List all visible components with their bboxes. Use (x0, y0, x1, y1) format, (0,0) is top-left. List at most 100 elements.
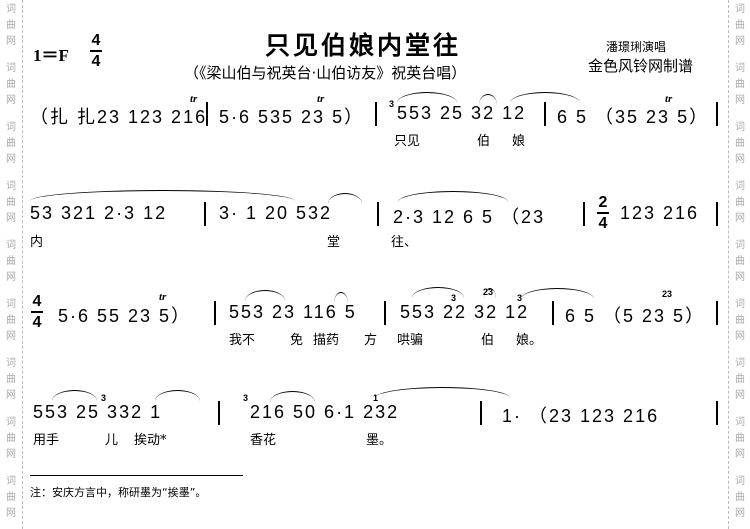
grace-note: 3 (517, 293, 523, 303)
measure: 3· 1 20 532 (219, 203, 333, 223)
barline (218, 401, 220, 425)
lyric: 往、 (391, 235, 418, 250)
watermark-text: 词曲网 (735, 358, 745, 401)
barline (583, 202, 585, 226)
time-sig-top: 4 (91, 32, 101, 49)
time-signature: 4 4 (90, 32, 102, 70)
slur (412, 287, 464, 298)
watermark-text: 词曲网 (6, 299, 16, 342)
grace-note: 1 (373, 393, 379, 403)
measure: （扎 扎23 123 216 (30, 107, 208, 127)
watermark-text: 词曲网 (735, 240, 745, 283)
trill-mark: tr (190, 93, 198, 105)
watermark-text: 词曲网 (6, 417, 16, 460)
time-sig-bar (31, 311, 43, 313)
lyric: 香花 (250, 433, 277, 448)
watermark-column-left: 词曲网词曲网词曲网词曲网词曲网词曲网词曲网词曲网词曲网 (0, 0, 23, 529)
lyric: 墨。 (366, 433, 393, 448)
producer-credit: 金色风铃网制谱 (588, 57, 694, 75)
lyric: 只见 (394, 134, 421, 149)
slur (397, 92, 457, 103)
lyric: 挨动* (134, 433, 167, 448)
lyric: 儿 (105, 433, 119, 448)
watermark-column-right: 词曲网词曲网词曲网词曲网词曲网词曲网词曲网词曲网词曲网 (728, 0, 750, 529)
slur (521, 288, 594, 299)
watermark-text: 词曲网 (735, 417, 745, 460)
slur (334, 292, 348, 303)
time-sig-bottom: 4 (32, 313, 42, 331)
time-signature-change: 4 4 (31, 293, 43, 331)
lyric: 伯 (477, 134, 491, 149)
slur (375, 387, 510, 398)
lyric: 用手 (33, 433, 60, 448)
measure: 53 321 2·3 12 (30, 203, 168, 223)
barline (206, 102, 208, 126)
measure: 5·6 535 23 5） (219, 107, 365, 127)
watermark-text: 词曲网 (6, 358, 16, 401)
measure: 5·6 55 23 5） (58, 306, 192, 326)
lyric: 娘 (512, 134, 526, 149)
grace-note: 3 (451, 293, 457, 303)
trill-mark: tr (317, 93, 325, 105)
lyric: 内 (30, 235, 44, 250)
barline (375, 102, 377, 126)
watermark-text: 词曲网 (735, 181, 745, 224)
lyric: 方 (364, 333, 378, 348)
watermark-text: 词曲网 (6, 476, 16, 519)
time-sig-top: 4 (32, 293, 42, 310)
measure: 553 23 116 5 (229, 302, 357, 322)
barline (716, 401, 718, 425)
barline (377, 202, 379, 226)
slur (398, 191, 508, 202)
slur (52, 390, 97, 401)
watermark-text: 词曲网 (6, 181, 16, 224)
slur (510, 92, 580, 103)
watermark-text: 词曲网 (735, 476, 745, 519)
lyric: 哄骗 (397, 333, 424, 348)
footnote-divider (30, 475, 243, 476)
performer-credit: 潘璟琍演唱 (606, 40, 667, 54)
watermark-text: 词曲网 (6, 4, 16, 47)
measure: 1· （23 123 216 (502, 406, 660, 426)
watermark-text: 词曲网 (6, 240, 16, 283)
slur (245, 290, 285, 301)
barline (384, 301, 386, 325)
slur (328, 193, 362, 204)
time-sig-bottom: 4 (598, 214, 608, 232)
slur (479, 94, 497, 105)
lyric: 娘。 (516, 333, 543, 348)
barline (716, 301, 718, 325)
measure: 216 50 6·1 232 (250, 402, 400, 422)
lyric: 堂 (327, 235, 341, 250)
lyric: 描药 (313, 333, 340, 348)
watermark-text: 词曲网 (735, 299, 745, 342)
watermark-text: 词曲网 (735, 63, 745, 106)
slur (30, 190, 295, 201)
grace-note: 23 (662, 289, 673, 299)
time-sig-bar (597, 212, 609, 214)
grace-note: 3 (389, 99, 395, 109)
grace-note: 23 (483, 287, 494, 297)
trill-mark: tr (159, 291, 167, 303)
measure: 123 216 (620, 203, 700, 223)
measure: 6 5 （35 23 5） (557, 107, 710, 127)
barline (204, 202, 206, 226)
footnote: 注：安庆方言中，称研墨为“挨墨”。 (30, 486, 207, 499)
grace-note: 3 (243, 393, 249, 403)
time-sig-top: 2 (598, 194, 608, 211)
time-sig-bottom: 4 (91, 52, 101, 70)
watermark-text: 词曲网 (735, 4, 745, 47)
measure: 553 25 32 12 (397, 103, 527, 123)
barline (214, 301, 216, 325)
measure: 2·3 12 6 5 （23 (393, 207, 546, 227)
lyric: 伯 (481, 333, 495, 348)
watermark-text: 词曲网 (6, 63, 16, 106)
measure: 6 5 （5 23 5） (565, 306, 706, 326)
time-sig-bar (90, 50, 102, 52)
barline (544, 102, 546, 126)
barline (552, 301, 554, 325)
key-signature: 1＝F (33, 46, 69, 65)
barline (480, 401, 482, 425)
lyric: 免 (290, 333, 304, 348)
grace-note: 3 (101, 393, 107, 403)
